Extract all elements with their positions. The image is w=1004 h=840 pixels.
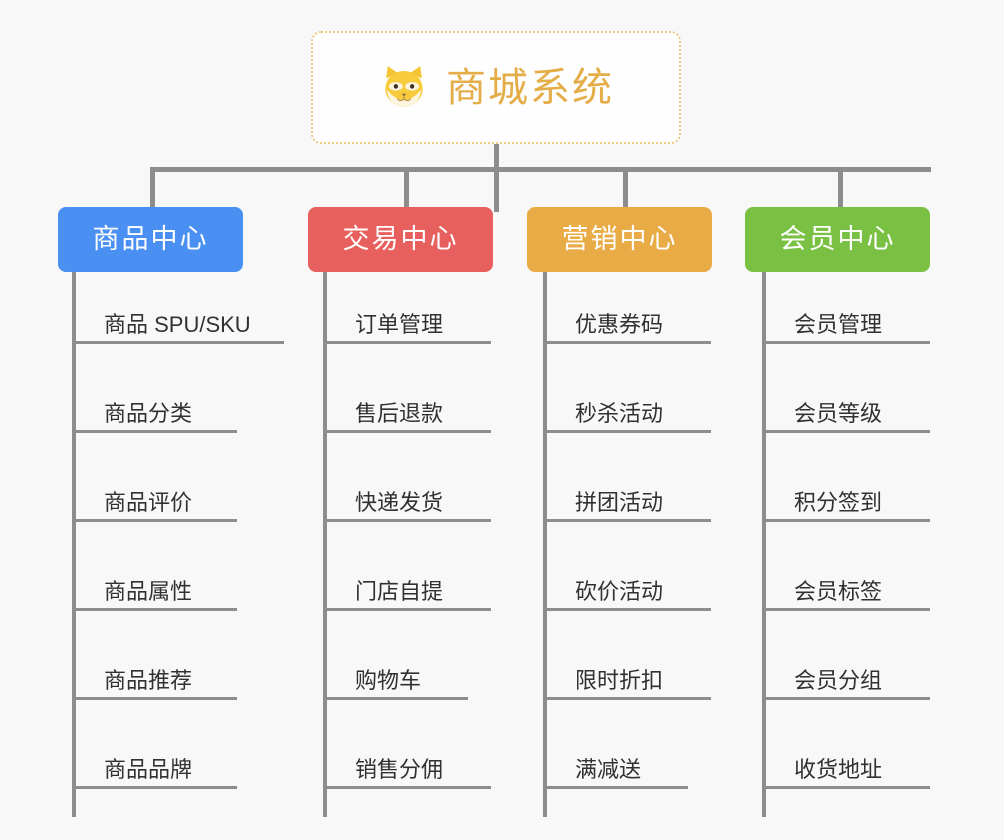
leaf-item-label: 商品 SPU/SKU	[104, 312, 251, 338]
leaf-item-label: 商品属性	[104, 579, 193, 605]
leaf-item-label: 销售分佣	[355, 757, 444, 783]
leaf-item[interactable]: 商品品牌	[72, 741, 237, 789]
leaf-item[interactable]: 砍价活动	[543, 563, 711, 611]
leaf-item-label: 秒杀活动	[575, 401, 664, 427]
category-box-member-center[interactable]: 会员中心	[745, 207, 930, 272]
leaf-item-label: 限时折扣	[575, 668, 664, 694]
leaf-item-label: 拼团活动	[575, 490, 664, 516]
leaf-item[interactable]: 商品评价	[72, 474, 237, 522]
leaf-item[interactable]: 积分签到	[762, 474, 930, 522]
leaf-item-label: 会员标签	[794, 579, 883, 605]
leaf-item-label: 售后退款	[355, 401, 444, 427]
leaf-item[interactable]: 收货地址	[762, 741, 930, 789]
connector-drop-1	[150, 167, 155, 212]
category-label: 会员中心	[779, 224, 896, 254]
leaf-item[interactable]: 售后退款	[323, 385, 491, 433]
leaf-item-label: 快递发货	[355, 490, 444, 516]
category-label: 商品中心	[92, 224, 209, 254]
leaf-item[interactable]: 拼团活动	[543, 474, 711, 522]
leaf-item-label: 会员分组	[794, 668, 883, 694]
leaf-item[interactable]: 商品分类	[72, 385, 237, 433]
leaf-item[interactable]: 满减送	[543, 741, 688, 789]
connector-drop-4	[838, 167, 843, 212]
category-box-product-center[interactable]: 商品中心	[58, 207, 243, 272]
leaf-item-label: 收货地址	[794, 757, 883, 783]
leaf-item-label: 满减送	[575, 757, 642, 783]
category-box-trade-center[interactable]: 交易中心	[308, 207, 493, 272]
leaf-item[interactable]: 会员管理	[762, 296, 930, 344]
leaf-item[interactable]: 购物车	[323, 652, 468, 700]
leaf-item[interactable]: 快递发货	[323, 474, 491, 522]
leaf-item[interactable]: 优惠券码	[543, 296, 711, 344]
leaf-item-label: 商品推荐	[104, 668, 193, 694]
category-label: 营销中心	[561, 224, 678, 254]
connector-horizontal-bus	[150, 167, 931, 172]
leaf-item-label: 积分签到	[794, 490, 883, 516]
leaf-item[interactable]: 订单管理	[323, 296, 491, 344]
root-node-title: 商城系统	[446, 65, 614, 110]
leaf-item[interactable]: 会员分组	[762, 652, 930, 700]
leaf-item[interactable]: 门店自提	[323, 563, 491, 611]
leaf-item-label: 订单管理	[355, 312, 444, 338]
leaf-item-label: 会员等级	[794, 401, 883, 427]
column-spine	[762, 272, 766, 817]
leaf-item[interactable]: 会员标签	[762, 563, 930, 611]
leaf-item[interactable]: 销售分佣	[323, 741, 491, 789]
leaf-item[interactable]: 会员等级	[762, 385, 930, 433]
leaf-item-label: 优惠券码	[575, 312, 664, 338]
connector-root-stem	[494, 144, 499, 212]
leaf-item[interactable]: 商品 SPU/SKU	[72, 296, 284, 344]
category-label: 交易中心	[342, 224, 459, 254]
leaf-item[interactable]: 商品推荐	[72, 652, 237, 700]
leaf-item-label: 商品分类	[104, 401, 193, 427]
leaf-item-label: 会员管理	[794, 312, 883, 338]
connector-drop-3	[623, 167, 628, 212]
leaf-item[interactable]: 秒杀活动	[543, 385, 711, 433]
leaf-item-label: 门店自提	[355, 579, 444, 605]
leaf-item[interactable]: 商品属性	[72, 563, 237, 611]
column-spine	[323, 272, 327, 817]
leaf-item-label: 商品品牌	[104, 757, 193, 783]
connector-drop-2	[404, 167, 409, 212]
category-box-marketing-center[interactable]: 营销中心	[527, 207, 712, 272]
column-spine	[72, 272, 76, 817]
leaf-item-label: 商品评价	[104, 490, 193, 516]
shiba-dog-face-icon	[378, 62, 430, 114]
column-spine	[543, 272, 547, 817]
leaf-item[interactable]: 限时折扣	[543, 652, 711, 700]
leaf-item-label: 购物车	[355, 668, 422, 694]
leaf-item-label: 砍价活动	[575, 579, 664, 605]
root-node-mall-system[interactable]: 商城系统	[311, 31, 681, 144]
